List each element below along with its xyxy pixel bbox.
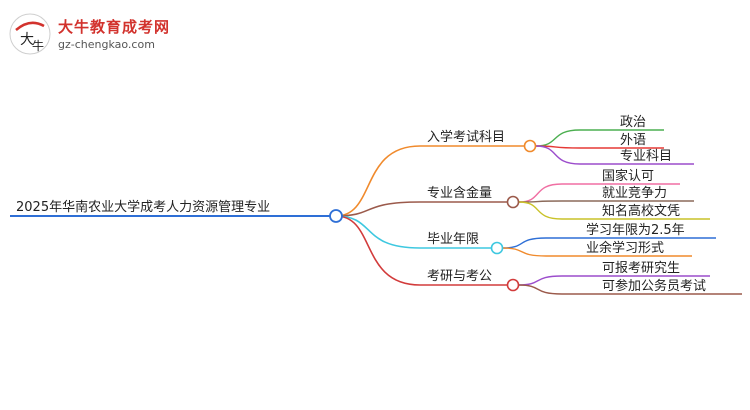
branch-label: 考研与考公 bbox=[427, 269, 492, 284]
branch-node bbox=[523, 139, 537, 153]
branch-label: 毕业年限 bbox=[427, 232, 479, 247]
child-connector bbox=[518, 183, 563, 203]
child-label: 业余学习形式 bbox=[586, 240, 664, 256]
child-label: 外语 bbox=[620, 133, 646, 148]
child-connector bbox=[518, 201, 563, 220]
brand-logo: 大 牛 大牛教育成考网 gz-chengkao.com bbox=[8, 12, 171, 58]
branch-label: 专业含金量 bbox=[427, 185, 492, 201]
child-connector bbox=[535, 145, 581, 165]
child-label: 知名高校文凭 bbox=[602, 203, 680, 219]
child-label: 专业科目 bbox=[620, 149, 672, 164]
child-connector bbox=[518, 284, 563, 295]
child-label: 可参加公务员考试 bbox=[602, 278, 706, 294]
branch-label: 入学考试科目 bbox=[427, 129, 505, 145]
logo-mark-icon: 大 牛 bbox=[9, 13, 51, 55]
branch-connector bbox=[335, 215, 421, 286]
branch-connector bbox=[335, 145, 421, 217]
child-label: 就业竞争力 bbox=[602, 185, 667, 201]
svg-text:大: 大 bbox=[20, 32, 34, 48]
child-connector bbox=[502, 237, 547, 249]
branch-node bbox=[506, 278, 520, 292]
child-label: 政治 bbox=[620, 115, 646, 130]
child-label: 可报考研究生 bbox=[602, 261, 680, 276]
child-connector bbox=[535, 129, 581, 147]
root-node bbox=[329, 209, 343, 223]
root-label: 2025年华南农业大学成考人力资源管理专业 bbox=[16, 199, 270, 215]
svg-text:牛: 牛 bbox=[32, 38, 44, 53]
branch-node bbox=[490, 241, 504, 255]
brand-url: gz-chengkao.com bbox=[58, 38, 155, 51]
child-connector bbox=[502, 247, 547, 257]
brand-name: 大牛教育成考网 bbox=[58, 18, 171, 36]
child-connector bbox=[518, 275, 563, 286]
branch-connector bbox=[335, 201, 421, 217]
branch-node bbox=[506, 195, 520, 209]
child-label: 学习年限为2.5年 bbox=[586, 222, 685, 238]
child-label: 国家认可 bbox=[602, 168, 654, 184]
branch-connector bbox=[335, 215, 421, 249]
